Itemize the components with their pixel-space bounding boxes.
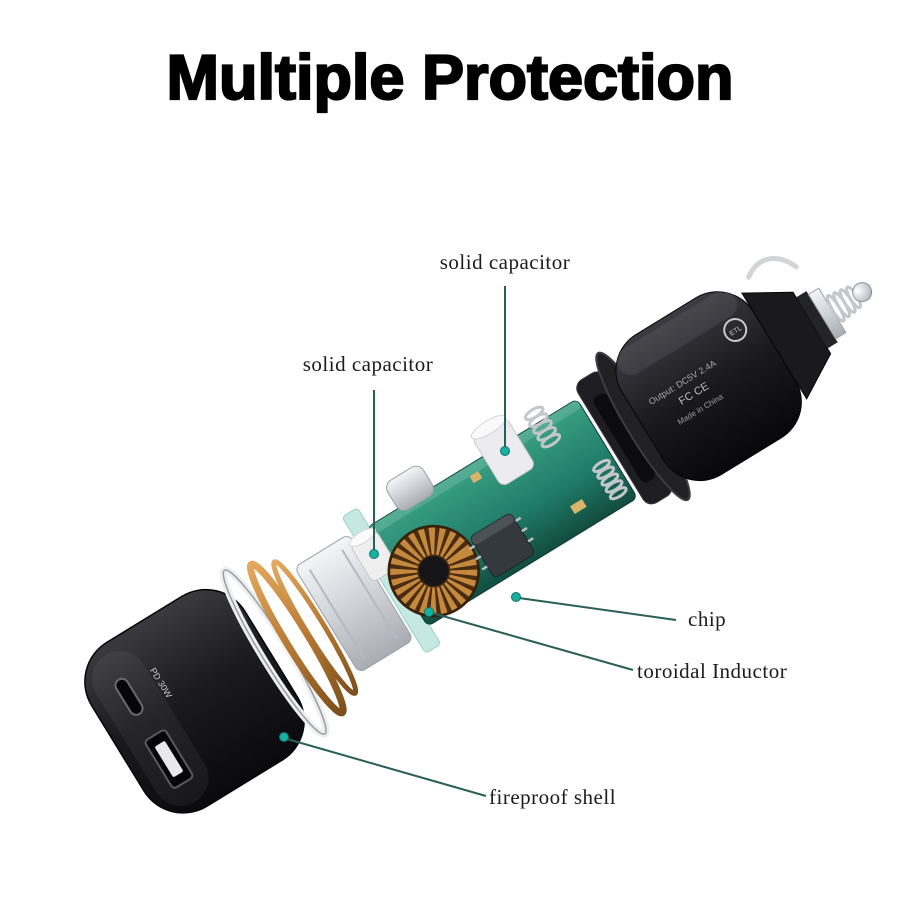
fireproof-shell-part: PD 30W <box>84 566 330 814</box>
callout-toroidal-inductor: toroidal Inductor <box>637 659 788 683</box>
dot-toroidal-inductor <box>424 607 434 617</box>
callout-dots <box>279 446 521 742</box>
contact-spring-lower <box>592 458 628 501</box>
usb-c-port <box>114 677 144 716</box>
dot-chip <box>511 592 521 602</box>
callout-solid-capacitor-top: solid capacitor <box>439 250 571 274</box>
copper-ring-inner <box>271 559 359 696</box>
metal-module <box>386 465 434 511</box>
car-charger-exploded: PD 30W <box>84 256 873 814</box>
plug-tip <box>741 256 873 400</box>
dot-fireproof-shell <box>279 732 289 742</box>
leader-chip <box>518 597 677 621</box>
callout-fireproof-shell: fireproof shell <box>489 785 617 809</box>
chip-part <box>468 513 535 578</box>
dot-solid-capacitor-top <box>500 446 510 456</box>
dot-solid-capacitor-left <box>369 549 379 559</box>
leader-fireproof-shell <box>286 738 487 797</box>
metal-shield <box>296 536 412 671</box>
side-contact-leaf <box>746 256 799 280</box>
callout-lines <box>286 286 677 797</box>
leader-toroidal-inductor <box>431 612 634 671</box>
callout-chip: chip <box>688 607 727 631</box>
callout-solid-capacitor-left: solid capacitor <box>302 352 434 376</box>
toroidal-inductor-part <box>387 524 480 618</box>
page-title: Multiple Protection <box>165 42 734 114</box>
contact-spring-upper <box>523 405 562 449</box>
tip-contact-ball <box>852 282 873 303</box>
